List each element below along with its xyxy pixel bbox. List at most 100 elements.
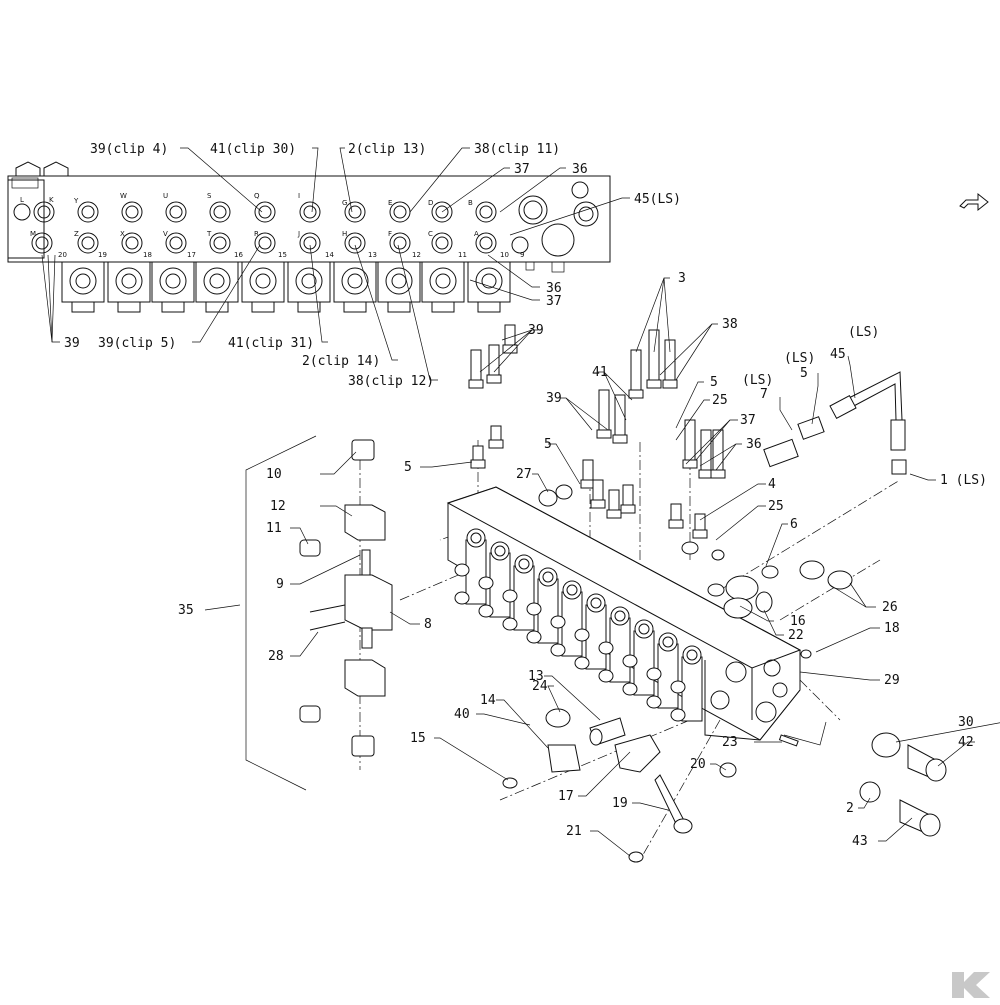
solenoid-coil [195, 261, 239, 313]
port-letter: Q [254, 192, 260, 200]
callout-15: 15 [410, 731, 426, 746]
solenoid-coil [377, 261, 421, 313]
callout-8: 8 [424, 617, 432, 632]
callout-2: 2 [846, 801, 854, 816]
callout-12: 12 [270, 499, 286, 514]
callout-36-right: 36 [546, 281, 562, 296]
valve-section [622, 619, 655, 696]
callout-20: 20 [690, 757, 706, 772]
ls-label: (LS) [742, 373, 773, 388]
callout-39: 39 [546, 391, 562, 406]
valve-section [574, 593, 607, 670]
solenoid-coil [287, 261, 331, 313]
port-fitting [431, 201, 453, 223]
port-letter: I [298, 192, 300, 200]
top-view-valve-block [7, 161, 611, 313]
callout-25: 25 [712, 393, 728, 408]
callout-28: 28 [268, 649, 284, 664]
fitting [612, 394, 628, 444]
callout-35: 35 [178, 603, 194, 618]
port-letter: C [428, 230, 433, 238]
port-fitting [389, 201, 411, 223]
callout-5: 5 [710, 375, 718, 390]
port-fitting [299, 201, 321, 223]
callout-18: 18 [884, 621, 900, 636]
port-letter: Z [74, 230, 79, 238]
fitting [580, 459, 596, 489]
callout-3: 3 [678, 271, 686, 286]
callout-39-clip-4: 39(clip 4) [90, 142, 168, 157]
fitting [620, 484, 636, 514]
port-fitting [389, 232, 411, 254]
port-fitting [121, 232, 143, 254]
solenoid-coil [421, 261, 465, 313]
port-fitting [344, 201, 366, 223]
coil-number: 20 [58, 251, 67, 259]
callout-26: 26 [882, 600, 898, 615]
callout-39: 39 [528, 323, 544, 338]
callout-2-clip-13: 2(clip 13) [348, 142, 426, 157]
port-letter: A [474, 230, 479, 238]
valve-section [598, 606, 631, 683]
top-view-callouts: 39(clip 4) 41(clip 30) 2(clip 13) 38(cli… [64, 142, 681, 389]
port-letter: S [207, 192, 212, 200]
callout-37: 37 [514, 162, 530, 177]
valve-section [646, 632, 679, 709]
fitting [668, 503, 684, 529]
port-letter: G [342, 199, 347, 207]
callout-7: 7 [760, 387, 768, 402]
callout-9: 9 [276, 577, 284, 592]
port-letter: J [297, 230, 300, 238]
valve-section [526, 567, 559, 644]
callout-36: 36 [572, 162, 588, 177]
callout-11: 11 [266, 521, 282, 536]
coil-number: 19 [98, 251, 107, 259]
callout-5: 5 [404, 460, 412, 475]
port-letter: Y [73, 197, 79, 205]
solenoid-coil [151, 261, 195, 313]
fitting [596, 389, 612, 439]
port-fitting [475, 201, 497, 223]
callout-22: 22 [788, 628, 804, 643]
port-letter: F [388, 230, 392, 238]
coil-number: 14 [325, 251, 334, 259]
callout-4: 4 [768, 477, 776, 492]
port-fitting [165, 232, 187, 254]
coil-numbers: 20 19 18 17 16 15 14 13 12 11 10 9 [58, 251, 524, 259]
coil-number: 9 [520, 251, 524, 259]
callout-17: 17 [558, 789, 574, 804]
callout-29: 29 [884, 673, 900, 688]
callout-39: 39 [64, 336, 80, 351]
fitting [470, 445, 486, 469]
port-fitting [31, 232, 53, 254]
lower-parts [502, 708, 827, 863]
fitting [628, 349, 644, 399]
callout-30: 30 [958, 715, 974, 730]
port-fitting [209, 232, 231, 254]
callout-36: 36 [746, 437, 762, 452]
fitting [646, 329, 662, 389]
fitting [502, 324, 518, 354]
port-fitting [431, 232, 453, 254]
port-letter: U [163, 192, 168, 200]
valve-section [502, 554, 535, 631]
fitting [606, 489, 622, 519]
callout-25: 25 [768, 499, 784, 514]
coil-number: 15 [278, 251, 287, 259]
solenoid-coil [61, 261, 105, 313]
solenoid-coil [467, 261, 511, 313]
brand-logo [952, 972, 990, 998]
port-letter: T [206, 230, 212, 238]
port-letter: W [120, 192, 127, 200]
callout-10: 10 [266, 467, 282, 482]
valve-section [478, 541, 511, 618]
port-fitting [254, 201, 276, 223]
callout-2-clip-14: 2(clip 14) [302, 354, 380, 369]
port-letter: R [254, 230, 259, 238]
callout-23: 23 [722, 735, 738, 750]
callout-42: 42 [958, 735, 974, 750]
port-letter: K [49, 196, 54, 204]
callout-21: 21 [566, 824, 582, 839]
exploded-callouts: 3 39 38 41 5 39 25 37 36 7 5 45 (LS) (LS… [178, 271, 987, 849]
